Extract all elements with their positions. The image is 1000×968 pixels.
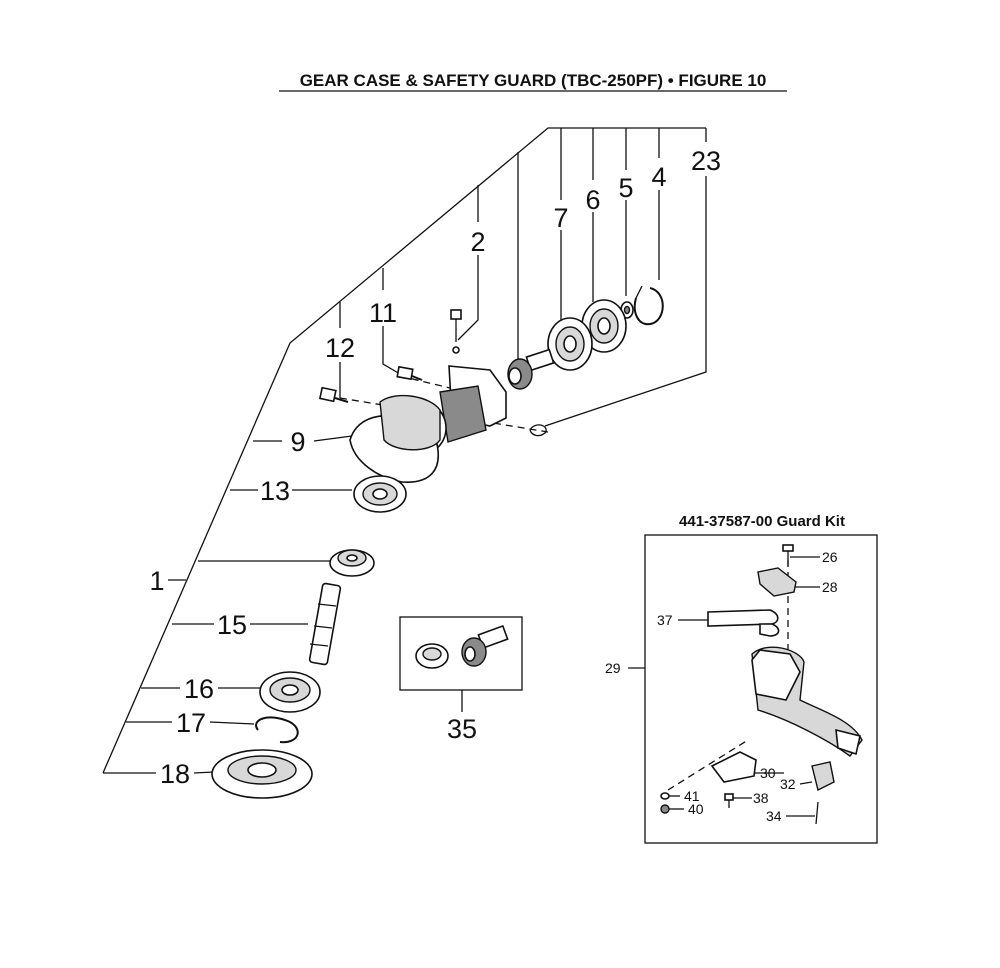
callout-23: 23 — [691, 146, 721, 176]
bearing-part-7 — [547, 317, 593, 371]
kit-callout-30: 30 — [760, 765, 776, 781]
callout-18: 18 — [160, 759, 190, 789]
callout-7: 7 — [553, 203, 568, 233]
bearing-part-6 — [581, 299, 627, 353]
kit-callout-34: 34 — [766, 808, 782, 824]
circlip-part-17 — [255, 716, 299, 744]
screw-part-11 — [396, 365, 423, 381]
callout-2: 2 — [470, 227, 485, 257]
kit-callout-41: 41 — [684, 788, 700, 804]
kit-title: 441-37587-00 Guard Kit — [679, 513, 845, 530]
kit-callout-40: 40 — [688, 801, 704, 817]
kit-callout-29: 29 — [605, 660, 621, 676]
kit-callout-38: 38 — [753, 790, 769, 806]
callout-1: 1 — [149, 566, 164, 596]
callout-35: 35 — [447, 714, 477, 744]
kit-callout-26: 26 — [822, 549, 838, 565]
circlip-part-4 — [633, 285, 664, 326]
kit-callout-32: 32 — [780, 776, 796, 792]
pinion-gear — [507, 348, 555, 390]
callout-13: 13 — [260, 476, 290, 506]
shaft-part-15 — [308, 582, 342, 666]
bearing-part-13 — [353, 475, 407, 513]
callout-17: 17 — [176, 708, 206, 738]
bearing-part-16 — [259, 671, 321, 713]
screw-part-12 — [318, 386, 349, 403]
callout-9: 9 — [290, 427, 305, 457]
clip-part-23 — [529, 424, 547, 437]
page-title: GEAR CASE & SAFETY GUARD (TBC-250PF) • F… — [300, 71, 767, 90]
callout-5: 5 — [618, 173, 633, 203]
callout-16: 16 — [184, 674, 214, 704]
bevel-gear — [329, 549, 375, 577]
kit-callout-37: 37 — [657, 612, 673, 628]
guard-kit-box — [628, 534, 878, 844]
kit-callout-28: 28 — [822, 579, 838, 595]
callout-12: 12 — [325, 333, 355, 363]
callout-15: 15 — [217, 610, 247, 640]
cover-part-18 — [211, 749, 313, 799]
callout-4: 4 — [651, 162, 666, 192]
screw-axis — [399, 375, 451, 389]
bolt-part-2 — [450, 309, 462, 354]
gear-case-part-9 — [349, 365, 507, 483]
callout-6: 6 — [585, 185, 600, 215]
callout-11: 11 — [369, 298, 397, 328]
leader-lines — [102, 127, 707, 774]
gear-set-box-35 — [399, 616, 523, 691]
